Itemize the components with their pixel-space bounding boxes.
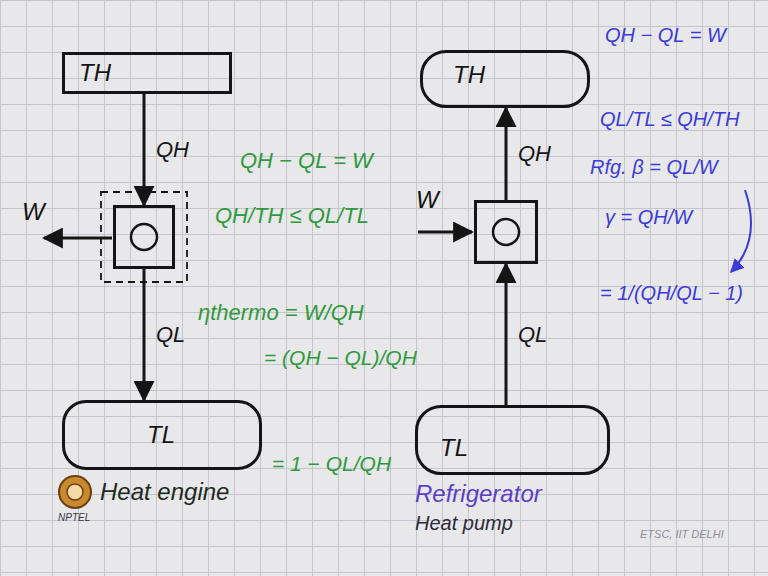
- work-arrow: [418, 231, 472, 234]
- clausius-inequality: QH/TH ≤ QL/TL: [215, 203, 369, 228]
- cop-formula: = 1/(QH/QL − 1): [600, 282, 743, 305]
- heat-flow-arrow: [143, 269, 146, 400]
- cop-formula: Rfg. β = QL/W: [590, 156, 718, 179]
- work-label: W: [416, 186, 439, 214]
- work-arrow: [44, 237, 112, 240]
- hot-reservoir: TH: [420, 50, 590, 108]
- energy-balance: QH − QL = W: [605, 24, 726, 47]
- hot-reservoir: TH: [62, 52, 232, 94]
- reservoir-temperature: TH: [453, 61, 485, 89]
- caption-text: Refrigerator: [415, 480, 542, 508]
- reservoir-temperature: TL: [147, 421, 175, 449]
- rotor-symbol: [477, 203, 535, 261]
- control-volume: [101, 192, 187, 282]
- engine-box: [113, 205, 175, 269]
- efficiency-step: = 1 − QL/QH: [272, 452, 391, 476]
- heat-flow-arrow: [505, 108, 508, 200]
- nptel-logo: [59, 476, 91, 508]
- cold-reservoir: TL: [415, 405, 610, 475]
- caption-text: Heat pump: [415, 512, 513, 535]
- heat-label: QL: [156, 322, 185, 347]
- efficiency-step: = (QH − QL)/QH: [264, 346, 417, 370]
- energy-balance: QH − QL = W: [240, 148, 373, 173]
- reservoir-temperature: TL: [440, 434, 468, 462]
- reservoir-temperature: TH: [79, 59, 111, 87]
- efficiency-formula: ηthermo = W/QH: [198, 300, 364, 325]
- heat-flow-arrow: [505, 264, 508, 405]
- logo-text: NPTEL: [58, 512, 90, 524]
- work-label: W: [22, 198, 45, 226]
- pump-box: [474, 200, 538, 264]
- watermark: ETSC, IIT DELHI: [640, 528, 724, 541]
- heat-label: QL: [518, 322, 547, 347]
- cop-formula: γ = QH/W: [605, 206, 692, 229]
- clausius-inequality: QL/TL ≤ QH/TH: [600, 108, 740, 131]
- rotor-circle: [131, 224, 157, 250]
- cold-reservoir: TL: [62, 400, 262, 470]
- rotor-circle: [493, 219, 519, 245]
- heat-flow-arrow: [143, 94, 146, 205]
- caption-text: Heat engine: [100, 478, 229, 506]
- heat-label: QH: [518, 141, 551, 166]
- rotor-symbol: [116, 208, 172, 266]
- nptel-logo: [67, 484, 83, 500]
- pointer-arrow: [731, 190, 751, 272]
- heat-label: QH: [156, 137, 189, 162]
